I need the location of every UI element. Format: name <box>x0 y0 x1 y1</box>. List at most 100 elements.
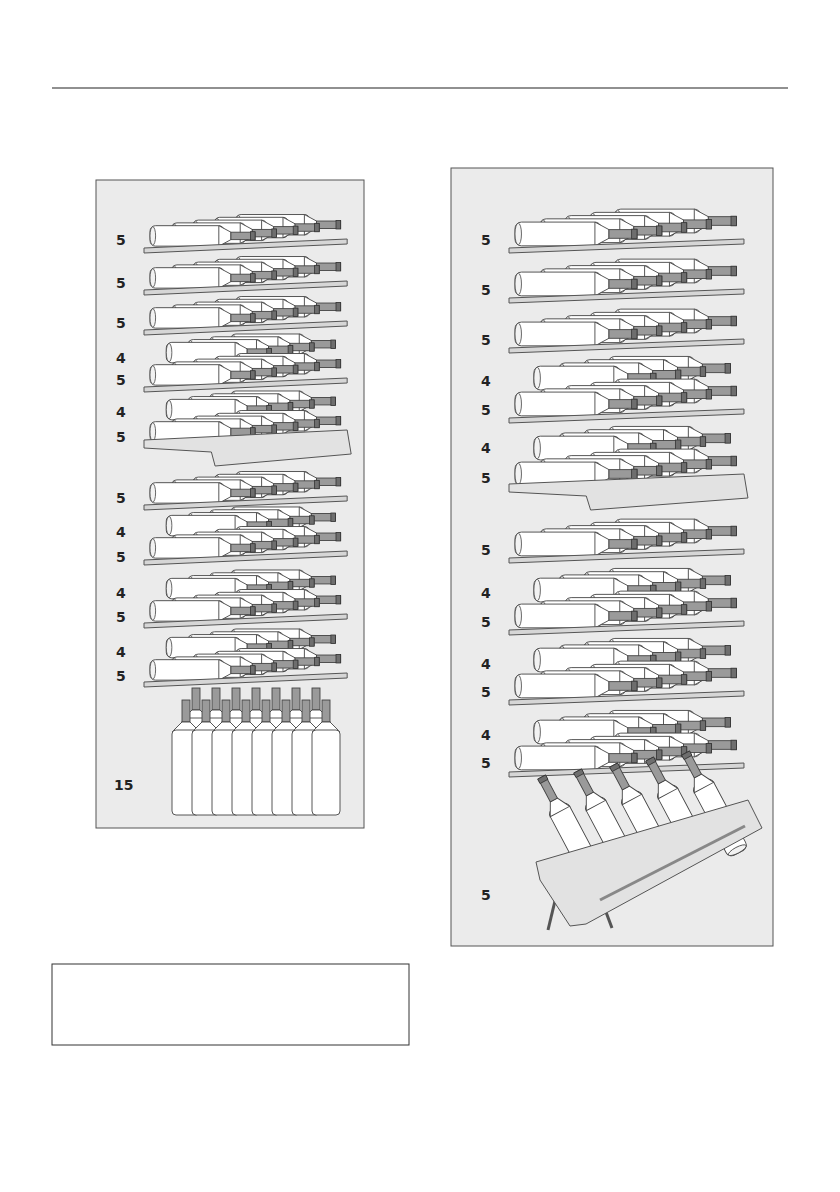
bottle-neck <box>683 460 711 469</box>
bottle-cap <box>632 469 637 479</box>
note-box <box>52 964 409 1045</box>
bottle-cap <box>293 483 298 491</box>
bottle-shoulder <box>595 392 609 416</box>
bottle-cap <box>538 775 548 784</box>
bottle-cap <box>725 718 730 728</box>
bottle-neck <box>192 688 200 710</box>
bottle-neck <box>634 678 662 687</box>
bottle-cap <box>315 598 320 606</box>
bottle-cap <box>656 326 661 336</box>
bottle-cap <box>731 316 736 326</box>
bottle-neck <box>182 700 190 722</box>
bottle-cap <box>725 364 730 374</box>
bottle-base <box>166 343 172 361</box>
bottle-cap <box>272 311 277 319</box>
bottle-body <box>150 601 224 621</box>
bottle-base <box>534 721 540 743</box>
shelf-rail <box>509 549 744 563</box>
left-rack <box>144 215 351 815</box>
bottle-neck <box>295 306 319 313</box>
bottle-neck <box>269 519 293 526</box>
bottle-base <box>150 539 156 557</box>
bottle-shoulder <box>595 322 609 346</box>
callout-number: 5 <box>481 282 491 298</box>
bottle-cap <box>632 611 637 621</box>
bottle-cap <box>288 403 293 411</box>
bottle-neck <box>231 274 255 281</box>
callout-number: 4 <box>481 727 491 743</box>
bottle-neck <box>311 577 335 584</box>
bottle-neck <box>312 688 320 710</box>
bottle-neck <box>609 612 637 621</box>
bottle-neck <box>274 539 298 546</box>
shelf-rail <box>509 339 744 353</box>
bottle-base <box>515 747 521 769</box>
bottle-neck <box>702 364 730 373</box>
bottle-body <box>150 268 224 288</box>
bottle-neck <box>295 658 319 665</box>
bottle-cap <box>331 576 336 584</box>
bottle-neck <box>678 437 706 446</box>
bottle-neck <box>316 596 340 603</box>
callout-number: 5 <box>481 332 491 348</box>
bottle-shoulder <box>219 308 231 328</box>
bottle-cap <box>656 750 661 760</box>
bottle-neck <box>538 775 557 802</box>
bottle-cap <box>315 535 320 543</box>
bottle-cap <box>731 740 736 750</box>
bottle-cap <box>632 329 637 339</box>
bottle-neck <box>295 420 319 427</box>
bottle-cap <box>250 666 255 674</box>
bottle-neck <box>609 230 637 239</box>
callout-number: 5 <box>481 542 491 558</box>
bottle-cap <box>336 360 341 368</box>
bottle-shoulder <box>595 674 609 698</box>
bottle-cap <box>336 303 341 311</box>
bottle-cap <box>706 529 711 539</box>
bottle-neck <box>252 663 276 670</box>
bottle-neck <box>252 486 276 493</box>
bottle-cap <box>731 526 736 536</box>
bottle-neck <box>202 700 210 722</box>
bottle-cap <box>646 757 656 766</box>
bottle-neck <box>634 466 662 475</box>
bottle-shoulder <box>219 483 231 503</box>
presentation-tray <box>536 800 762 926</box>
bottle-cap <box>656 226 661 236</box>
bottle-body <box>312 730 340 815</box>
bottle-neck <box>274 423 298 430</box>
bottle-base <box>515 223 521 245</box>
bottle-cap <box>656 276 661 286</box>
bottle-cap <box>706 389 711 399</box>
bottle-cap <box>632 229 637 239</box>
bottle-cap <box>336 655 341 663</box>
bottle-neck <box>708 527 736 536</box>
bottle-cap <box>309 579 314 587</box>
bottle-body <box>515 746 601 770</box>
bottle-cap <box>315 657 320 665</box>
bottle-cap <box>656 466 661 476</box>
shelf-rail <box>144 614 347 628</box>
bottle-cap <box>288 519 293 527</box>
callout-number: 4 <box>116 350 126 366</box>
bottle-neck <box>646 757 665 784</box>
bottle-shoulder <box>219 268 231 288</box>
callout-number: 5 <box>481 887 491 903</box>
callout-number: 4 <box>116 404 126 420</box>
bottle-cap <box>725 646 730 656</box>
bottle-body <box>150 365 224 385</box>
bottle-neck <box>290 343 314 350</box>
bottle-cap <box>681 273 686 283</box>
callout-number: 5 <box>116 668 126 684</box>
bottle-cap <box>731 216 736 226</box>
bottle-neck <box>316 478 340 485</box>
bottle-neck <box>683 744 711 753</box>
bottle-cap <box>293 268 298 276</box>
bottle-cap <box>272 229 277 237</box>
bottle-body <box>150 538 224 558</box>
bottle-neck <box>708 217 736 226</box>
bottle-neck <box>702 718 730 727</box>
bottle-cap <box>632 539 637 549</box>
bottle-cap <box>331 635 336 643</box>
bottle-cap <box>315 362 320 370</box>
